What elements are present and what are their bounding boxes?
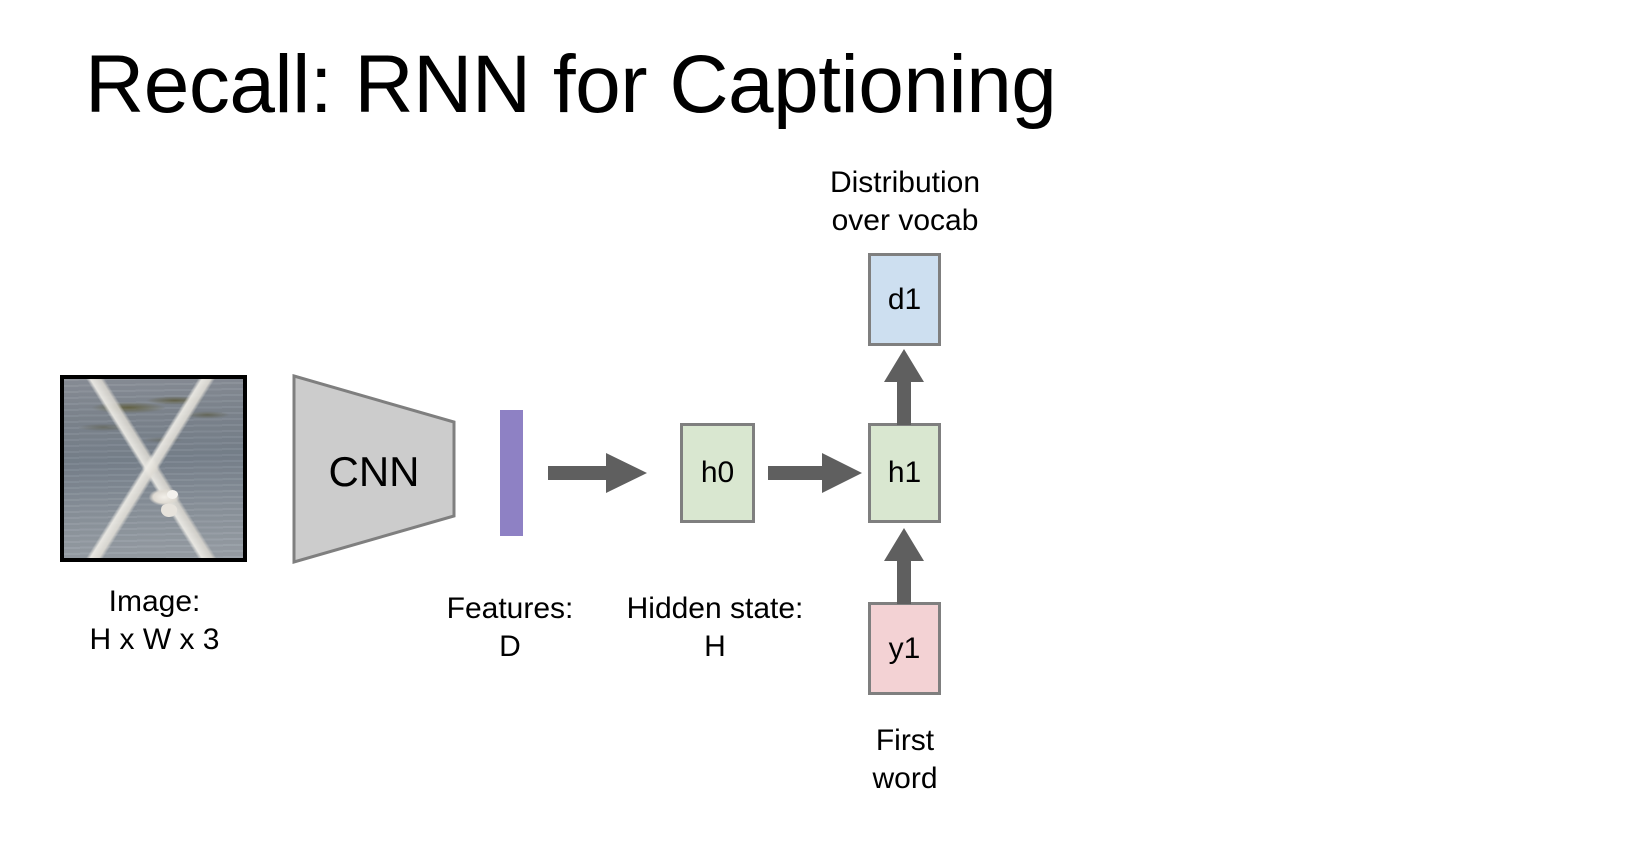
arrow-h1-to-d1-icon	[883, 348, 925, 426]
arrow-h0-to-h1-icon	[768, 452, 863, 494]
page-title: Recall: RNN for Captioning	[85, 39, 1057, 130]
seagull-photo	[64, 379, 243, 558]
cnn-trapezoid	[292, 374, 456, 564]
distribution-over-vocab-label: Distribution over vocab	[829, 166, 981, 238]
arrow-y1-to-h1-icon	[883, 527, 925, 605]
node-d1-label: d1	[887, 282, 922, 316]
node-h1-label: h1	[887, 456, 922, 489]
node-d1: d1	[868, 253, 941, 346]
image-dimensions-label: Image: H x W x 3	[89, 585, 220, 657]
cnn-label: CNN	[328, 448, 420, 495]
gull-head-shape	[166, 489, 178, 499]
gull-body-shape	[160, 503, 178, 519]
hidden-state-dimension-label: Hidden state: H	[626, 592, 804, 664]
node-h0: h0	[680, 423, 755, 523]
features-vector-bar	[500, 410, 523, 536]
node-h1: h1	[868, 423, 941, 523]
node-y1: y1	[868, 602, 941, 695]
features-dimension-label: Features: D	[446, 592, 574, 664]
node-y1-label: y1	[888, 631, 921, 665]
arrow-features-to-h0-icon	[548, 452, 648, 494]
first-word-label: First word	[872, 724, 938, 796]
input-image-thumbnail	[60, 375, 247, 562]
node-h0-label: h0	[700, 456, 735, 489]
